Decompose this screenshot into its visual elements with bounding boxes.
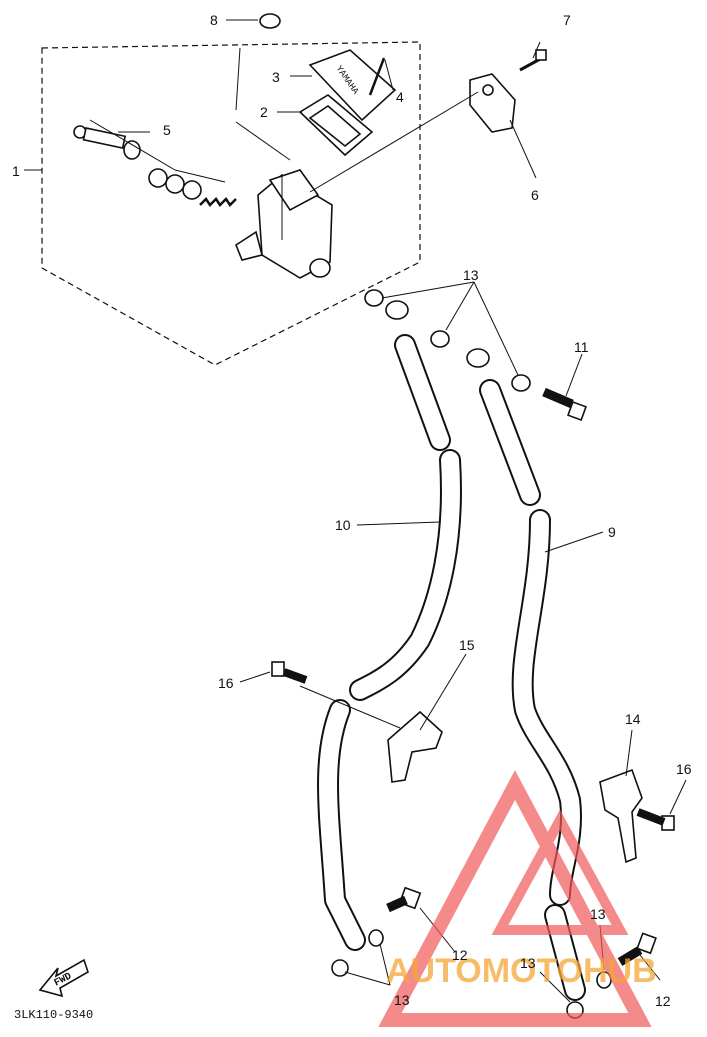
- leader-lines-lower: [356, 521, 633, 777]
- bolt-16-right: [636, 779, 687, 831]
- piston-kit: [73, 125, 237, 207]
- callout-16a: 16: [218, 675, 234, 691]
- callout-1: 1: [12, 163, 20, 179]
- brake-hose-10: [317, 334, 462, 951]
- diagram-code: 3LK110-9340: [14, 1008, 93, 1022]
- callout-15: 15: [459, 637, 475, 653]
- callout-2: 2: [260, 104, 268, 120]
- lever-holder: [469, 73, 516, 133]
- lower-fittings-left: [331, 886, 456, 986]
- bolt-16-left: [239, 661, 401, 729]
- callout-12a: 12: [452, 947, 468, 963]
- union-bolt-11: [542, 353, 587, 421]
- callout-10: 10: [335, 517, 351, 533]
- callout-13d: 13: [590, 906, 606, 922]
- brake-hose-9: [479, 379, 586, 1001]
- callout-3: 3: [272, 69, 280, 85]
- fwd-arrow: FWD: [38, 958, 89, 998]
- watermark-text: AUTOMOTOHUB: [386, 952, 657, 990]
- callout-14: 14: [625, 711, 641, 727]
- master-cylinder-body: [235, 169, 333, 279]
- reservoir-cap: YAMAHA: [308, 49, 397, 122]
- upper-fittings: [364, 281, 531, 392]
- callout-13c: 13: [520, 955, 536, 971]
- callout-8: 8: [210, 12, 218, 28]
- cap-screw: [368, 57, 386, 96]
- holder-bolt: [519, 49, 547, 72]
- leader-lines-upper: [24, 19, 541, 193]
- watermark-logo: [378, 770, 652, 1027]
- reservoir-diaphragm: [298, 94, 374, 157]
- master-cylinder-assembly-boundary: [41, 41, 421, 366]
- callout-6: 6: [531, 187, 539, 203]
- reservoir-plug: [259, 13, 281, 29]
- callout-16b: 16: [676, 761, 692, 777]
- callout-12b: 12: [655, 993, 671, 1009]
- callout-7: 7: [563, 12, 571, 28]
- hose-guide-14: [599, 768, 643, 864]
- callout-4: 4: [396, 89, 404, 105]
- callout-13a: 13: [463, 267, 479, 283]
- callout-5: 5: [163, 122, 171, 138]
- callout-9: 9: [608, 524, 616, 540]
- hose-guide-15: [387, 710, 443, 783]
- callout-13b: 13: [394, 992, 410, 1008]
- callout-11: 11: [574, 339, 589, 355]
